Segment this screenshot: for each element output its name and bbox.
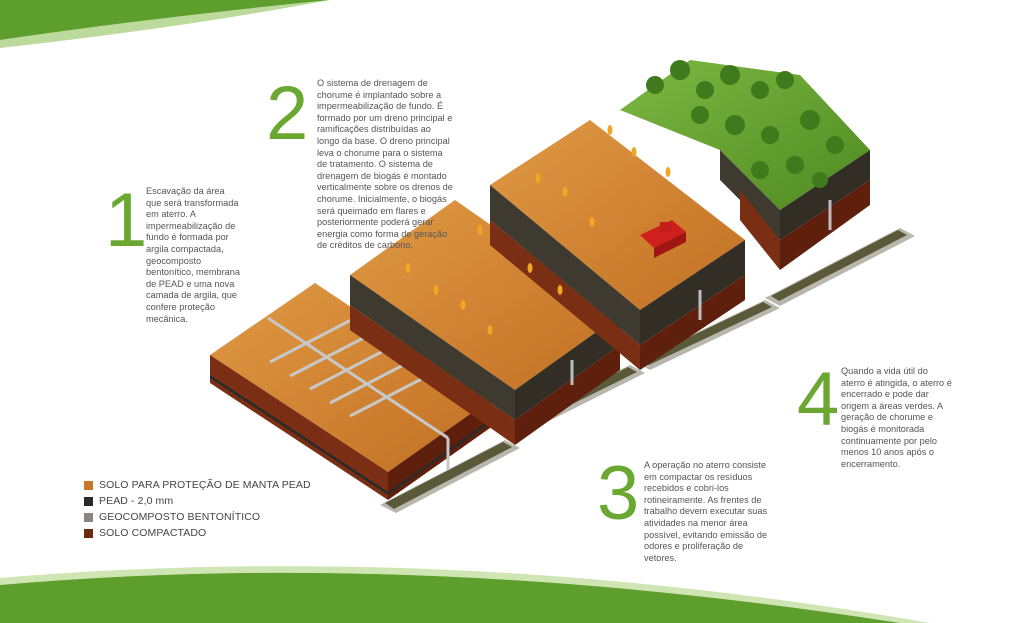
step-2-text: O sistema de drenagem de chorume é impla… (317, 78, 453, 251)
step-4-number: 4 (797, 357, 840, 442)
legend-label: GEOCOMPOSTO BENTONÍTICO (99, 511, 261, 523)
step-4-text: Quando a vida útil do aterro é atingida,… (841, 366, 952, 469)
module-4-closed (620, 60, 870, 270)
module-2-drainage (350, 200, 620, 445)
bulldozer-icon (640, 220, 686, 258)
step-1-text: Escavação da área que será transformada … (146, 186, 240, 324)
legend-swatch (84, 496, 93, 506)
step-1-number: 1 (105, 178, 148, 263)
tree-icon-cluster (646, 60, 844, 188)
biogas-flare-icons (405, 125, 671, 335)
legend-item: SOLO PARA PROTEÇÃO DE MANTA PEAD (84, 477, 311, 493)
step-2-number: 2 (266, 71, 309, 156)
legend-item: PEAD - 2,0 mm (84, 493, 311, 509)
legend-swatch (84, 480, 93, 490)
legend: SOLO PARA PROTEÇÃO DE MANTA PEAD PEAD - … (84, 477, 311, 541)
step-3-number: 3 (597, 451, 640, 536)
legend-swatch (84, 512, 93, 522)
module-1-base (210, 283, 490, 500)
legend-item: SOLO COMPACTADO (84, 525, 311, 541)
legend-label: SOLO PARA PROTEÇÃO DE MANTA PEAD (99, 479, 311, 491)
legend-label: PEAD - 2,0 mm (99, 495, 174, 507)
legend-item: GEOCOMPOSTO BENTONÍTICO (84, 509, 311, 525)
module-3-operation (490, 120, 745, 370)
legend-label: SOLO COMPACTADO (99, 527, 207, 539)
step-3-text: A operação no aterro consiste em compact… (644, 460, 768, 563)
legend-swatch (84, 528, 93, 538)
